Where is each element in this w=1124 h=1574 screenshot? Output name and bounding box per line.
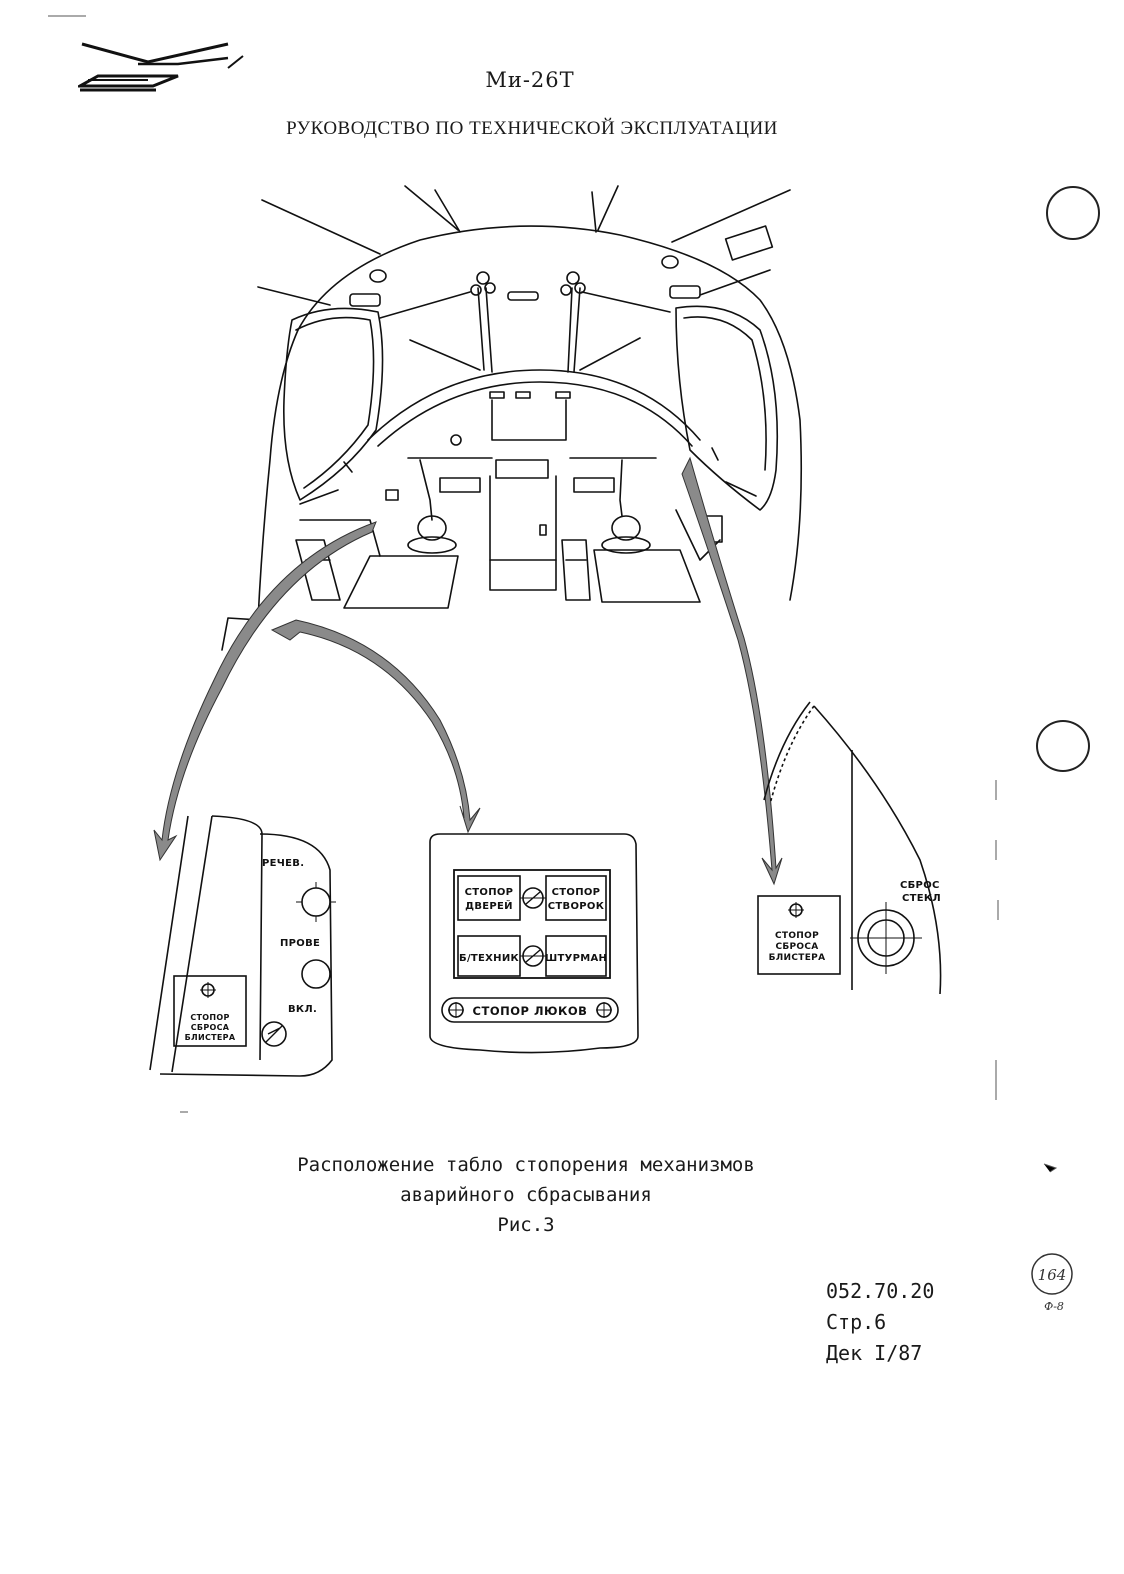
right-detail-panel <box>757 701 942 995</box>
helicopter-logo-icon <box>78 42 244 92</box>
left-label-prove: ПРОВЕ <box>280 938 320 949</box>
caption-line-2: аварийного сбрасывания <box>400 1184 652 1206</box>
caption-line-1: Расположение табло стопорения механизмов <box>297 1154 755 1176</box>
figure-caption: Расположение табло стопорения механизмов… <box>0 1150 1052 1240</box>
document-title: РУКОВОДСТВО ПО ТЕХНИЧЕСКОЙ ЭКСПЛУАТАЦИИ <box>286 118 778 139</box>
center-detail-panel <box>429 833 639 1054</box>
right-label-line-2: СТЕКЛ <box>902 893 941 904</box>
center-cell-1-line-1: СТОПОР <box>465 887 514 898</box>
stamp-number: 164 <box>1038 1266 1067 1284</box>
stamp-sub: Ф-8 <box>1044 1300 1064 1313</box>
center-cell-2-line-2: СТВОРОК <box>548 901 605 912</box>
center-bottom-label: СТОПОР ЛЮКОВ <box>473 1004 588 1018</box>
revision-date: Дек I/87 <box>826 1341 923 1365</box>
page-stamp: 164 Ф-8 <box>1031 1253 1073 1313</box>
left-placard-line-2: СБРОСА <box>191 1023 230 1032</box>
center-cell-3: Б/ТЕХНИК <box>459 953 519 964</box>
aircraft-model: Ми-26Т <box>485 68 575 92</box>
left-placard-line-3: БЛИСТЕРА <box>185 1033 236 1042</box>
right-label-line-1: СБРОС <box>900 880 940 891</box>
right-placard-line-3: БЛИСТЕРА <box>769 953 826 963</box>
center-cell-4: ШТУРМАН <box>545 953 607 964</box>
document-number-block: 052.70.20 Стр.6 Дек I/87 <box>826 1276 934 1369</box>
caption-line-3: Рис.3 <box>497 1214 555 1236</box>
left-label-rechev: РЕЧЕВ. <box>262 858 304 869</box>
right-placard-line-1: СТОПОР <box>775 931 819 941</box>
left-label-vkl: ВКЛ. <box>288 1004 317 1015</box>
right-placard-line-2: СБРОСА <box>775 942 818 952</box>
document-code: 052.70.20 <box>826 1279 935 1303</box>
center-cell-1-line-2: ДВЕРЕЙ <box>465 899 513 912</box>
punch-hole-middle <box>1036 720 1090 772</box>
punch-hole-top <box>1046 186 1100 240</box>
page-number: Стр.6 <box>826 1310 887 1334</box>
left-placard-line-1: СТОПОР <box>190 1013 229 1022</box>
left-detail-panel <box>149 815 336 1077</box>
center-cell-2-line-1: СТОПОР <box>552 887 601 898</box>
